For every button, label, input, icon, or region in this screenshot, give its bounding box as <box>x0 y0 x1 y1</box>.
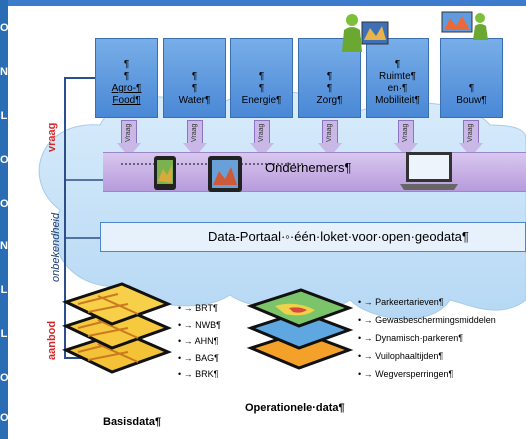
sector-line: ¶ <box>191 83 198 94</box>
sector-line: Zorg¶ <box>316 95 343 106</box>
operationele-item-label: Vuilophaaltijden¶ <box>375 351 444 361</box>
operationele-list-item: • → Vuilophaaltijden¶ <box>358 351 443 361</box>
vraag-arrow-label: Vraag <box>402 123 409 143</box>
sector-line: ¶ <box>394 59 401 70</box>
basisdata-list-item: • → BRK¶ <box>178 369 219 379</box>
bullet-arrow: • → <box>178 369 193 379</box>
strip-letter: N <box>0 240 8 252</box>
sector-energie: ¶ ¶ Energie¶ <box>230 38 293 118</box>
operationele-list-item: • → Parkeertarieven¶ <box>358 297 444 307</box>
operationele-item-label: Gewasbeschermingsmiddelen <box>375 315 496 325</box>
basisdata-item-label: BRK¶ <box>195 369 219 379</box>
person-with-map-icon <box>342 14 389 52</box>
operationele-data-map-stack-icon <box>246 288 354 370</box>
vraag-arrow-label: Vraag <box>326 123 333 143</box>
vraag-arrow-label: Vraag <box>258 123 265 143</box>
sector-line: Mobiliteit¶ <box>375 95 420 106</box>
data-portaal-band <box>100 222 526 252</box>
sector-water: ¶ ¶ Water¶ <box>163 38 226 118</box>
sector-line: ¶ <box>326 83 333 94</box>
basisdata-list-item: • → BAG¶ <box>178 353 219 363</box>
operationele-item-label: Parkeertarieven¶ <box>375 297 444 307</box>
strip-letter: O <box>0 198 9 210</box>
bullet-arrow: • → <box>358 315 373 325</box>
vraag-side-label: vraag <box>46 122 58 152</box>
basisdata-item-label: AHN¶ <box>194 336 219 346</box>
sector-line: Bouw¶ <box>456 95 487 106</box>
operationele-data-caption: Operationele·data¶ <box>245 402 345 414</box>
operationele-list-item: • → Dynamisch·parkeren¶ <box>358 333 463 343</box>
basisdata-item-label: BAG¶ <box>195 353 220 363</box>
operationele-list-item: • → Gewasbeschermingsmiddelen <box>358 315 496 325</box>
bullet-arrow: • → <box>178 336 193 346</box>
bullet-arrow: • → <box>178 320 193 330</box>
sector-line: ¶ <box>123 71 130 82</box>
basisdata-item-label: BRT¶ <box>195 303 218 313</box>
sector-line: ¶ <box>123 59 130 70</box>
bullet-arrow: • → <box>178 353 193 363</box>
smartphone-icon <box>154 156 176 190</box>
basisdata-map-stack-icon <box>61 282 173 374</box>
person-with-board-icon <box>441 11 488 40</box>
strip-letter: L <box>0 110 8 122</box>
sector-line: Agro-¶ <box>111 83 142 94</box>
basisdata-list-item: • → BRT¶ <box>178 303 218 313</box>
sector-line: en·¶ <box>387 83 408 94</box>
strip-letter: O <box>0 412 9 424</box>
sector-line: ¶ <box>258 83 265 94</box>
operationele-item-label: Wegversperringen¶ <box>375 369 454 379</box>
ondernemers-label: Ondernemers¶ <box>265 160 352 175</box>
sector-bouw: ¶ Bouw¶ <box>440 38 503 118</box>
sector-line: Water¶ <box>178 95 211 106</box>
sector-line: Ruimte¶ <box>378 71 417 82</box>
strip-letter: L <box>0 284 8 296</box>
sector-line: ¶ <box>326 71 333 82</box>
basisdata-caption: Basisdata¶ <box>103 416 162 428</box>
bullet-arrow: • → <box>358 333 373 343</box>
sector-line: Energie¶ <box>241 95 282 106</box>
vraag-arrow-label: Vraag <box>467 123 474 143</box>
basisdata-list-item: • → NWB¶ <box>178 320 221 330</box>
tablet-icon <box>208 156 242 192</box>
sector-ruimte-mobiliteit: ¶ Ruimte¶ en·¶ Mobiliteit¶ <box>366 38 429 118</box>
vraag-arrow: Vraag <box>117 120 141 158</box>
aanbod-side-label: aanbod <box>46 320 58 360</box>
operationele-item-label: Dynamisch·parkeren¶ <box>375 333 464 343</box>
strip-letter: O <box>0 372 9 384</box>
top-band <box>8 0 526 6</box>
bullet-arrow: • → <box>358 351 373 361</box>
operationele-list-item: • → Wegversperringen¶ <box>358 369 453 379</box>
vraag-arrow-label: Vraag <box>191 123 198 143</box>
basisdata-list-item: • → AHN¶ <box>178 336 219 346</box>
sector-line: ¶ <box>191 71 198 82</box>
vraag-arrow-label: Vraag <box>125 123 132 143</box>
bullet-arrow: • → <box>358 369 373 379</box>
sector-line: Food¶ <box>112 95 141 106</box>
bullet-arrow: • → <box>178 303 193 313</box>
strip-letter: O <box>0 22 9 34</box>
basisdata-item-label: NWB¶ <box>195 320 222 330</box>
bullet-arrow: • → <box>358 297 373 307</box>
sector-agro-food: ¶ ¶ Agro-¶ Food¶ <box>95 38 158 118</box>
strip-letter: N <box>0 66 8 78</box>
strip-letter: O <box>0 154 9 166</box>
laptop-icon <box>400 152 458 190</box>
sector-line: ¶ <box>468 83 475 94</box>
strip-letter: L <box>0 328 8 340</box>
data-portaal-label: Data-Portaal·◦·één·loket·voor·open·geoda… <box>208 229 469 244</box>
left-decorative-strip: O N L O O N L L O O <box>0 0 9 439</box>
sector-line: ¶ <box>258 71 265 82</box>
